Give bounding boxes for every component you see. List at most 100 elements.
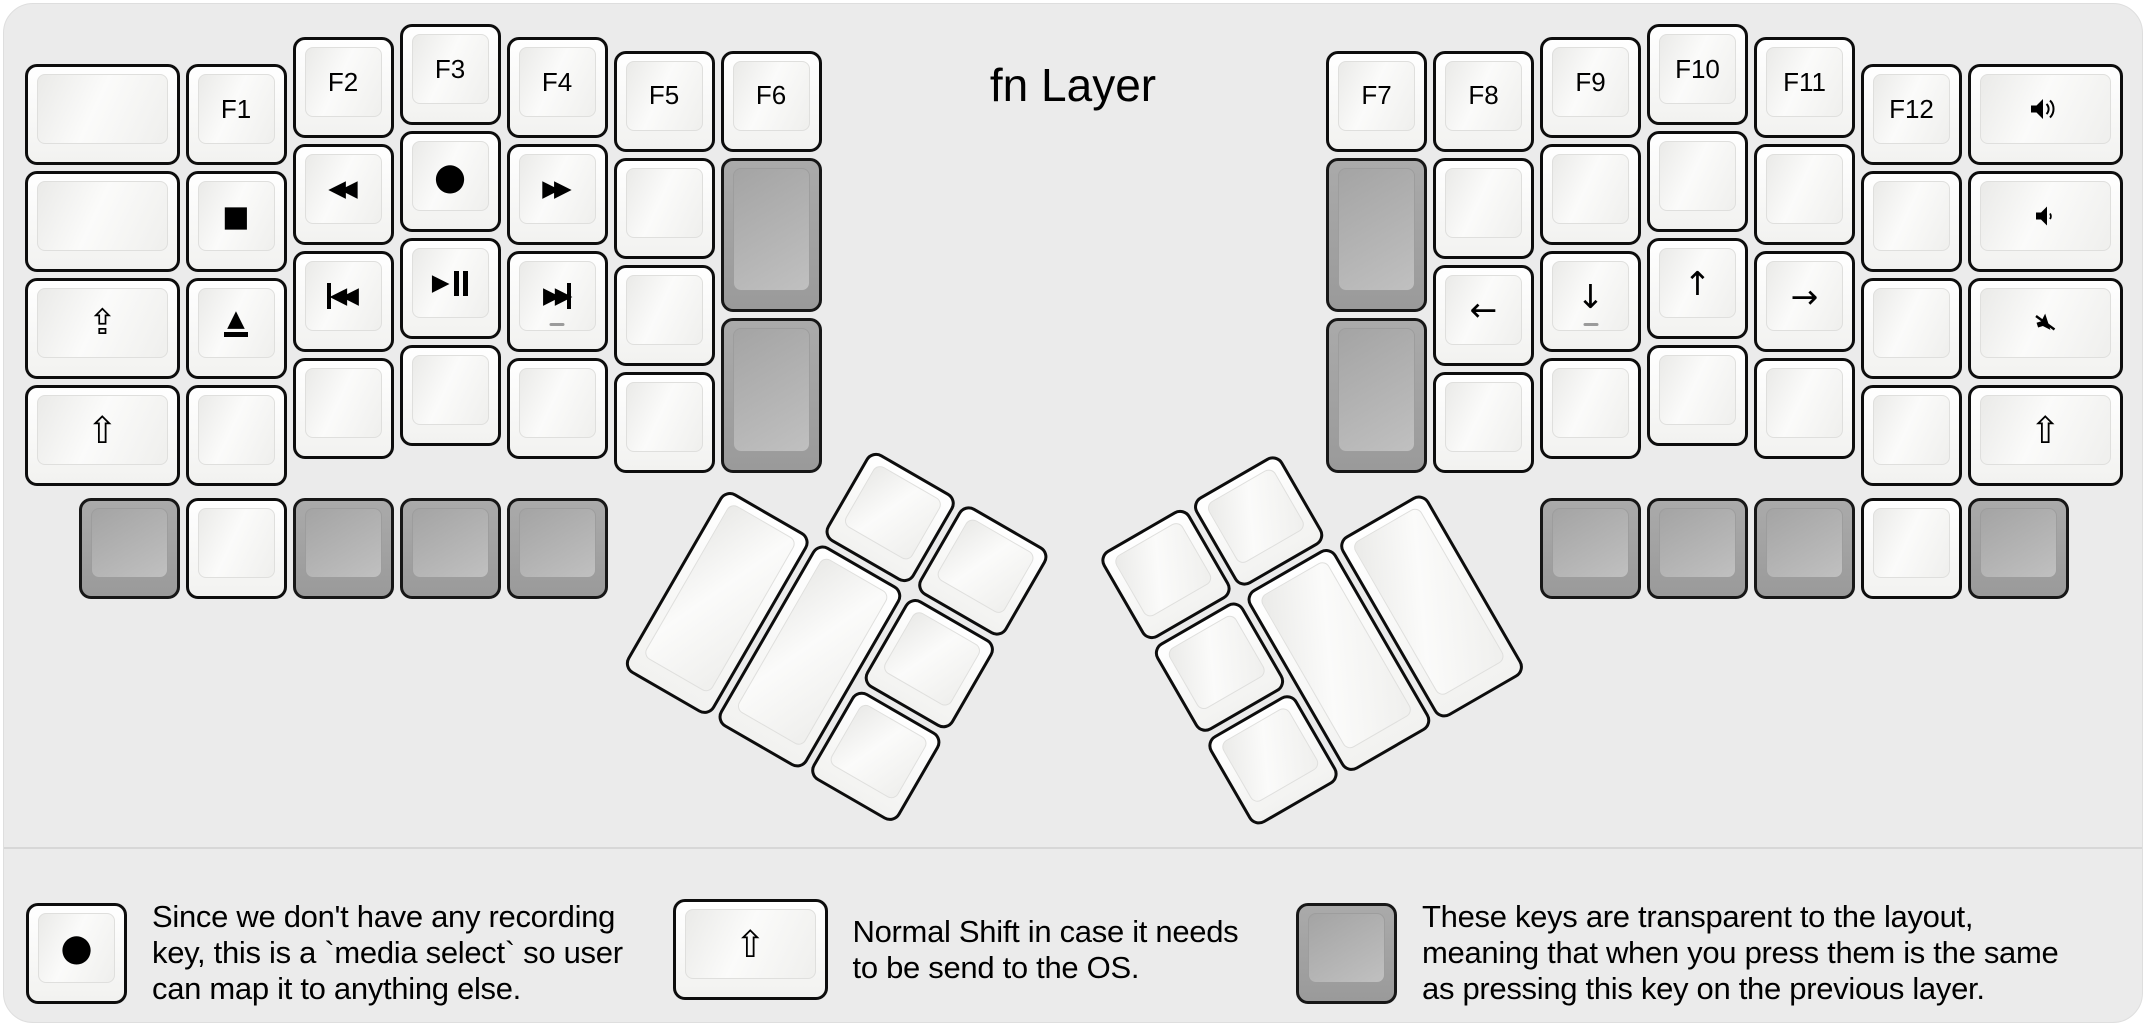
key-blank[interactable] bbox=[1861, 498, 1962, 599]
keycap-top: ⇧ bbox=[1980, 395, 2111, 466]
volume-up-icon bbox=[2028, 95, 2062, 123]
key-f7[interactable]: F7 bbox=[1326, 50, 1427, 152]
key-blank[interactable] bbox=[185, 385, 287, 487]
key-blank[interactable] bbox=[292, 358, 394, 460]
key-blank[interactable] bbox=[1861, 278, 1962, 380]
keycap-top bbox=[304, 508, 382, 578]
key-blank[interactable] bbox=[613, 264, 715, 366]
keycap-top: ● bbox=[411, 141, 489, 211]
key-arrow-right[interactable]: → bbox=[1754, 251, 1855, 353]
key-caps-lock[interactable]: ⇪ bbox=[25, 278, 180, 380]
keycap-top bbox=[1308, 912, 1385, 983]
key-eject[interactable]: ▲ bbox=[185, 278, 287, 380]
keycap-top bbox=[1659, 508, 1736, 578]
key-transparent[interactable] bbox=[1326, 318, 1427, 473]
key-label: F2 bbox=[327, 66, 359, 97]
keycap-top bbox=[1980, 508, 2057, 578]
keycap-top: ▶▶ bbox=[518, 261, 596, 332]
key-blank[interactable] bbox=[1861, 385, 1962, 487]
key-blank[interactable] bbox=[613, 371, 715, 473]
shift-icon: ⇧ bbox=[734, 922, 766, 966]
key-f9[interactable]: F9 bbox=[1540, 37, 1641, 139]
key-blank[interactable] bbox=[1754, 358, 1855, 460]
key-stop[interactable]: ■ bbox=[185, 171, 287, 273]
key-f10[interactable]: F10 bbox=[1647, 24, 1748, 125]
key-blank[interactable] bbox=[25, 171, 180, 273]
key-label: F4 bbox=[541, 66, 573, 97]
key-f12[interactable]: F12 bbox=[1861, 64, 1962, 166]
homing-bar bbox=[1583, 322, 1598, 327]
key-play-pause[interactable]: ▶ bbox=[399, 238, 501, 339]
key-prev-track[interactable]: ◀◀ bbox=[292, 251, 394, 353]
key-f11[interactable]: F11 bbox=[1754, 37, 1855, 139]
prev-track-icon: ◀◀ bbox=[327, 283, 359, 310]
key-f6[interactable]: F6 bbox=[720, 50, 822, 152]
key-transparent[interactable] bbox=[720, 318, 822, 473]
key-rewind[interactable]: ◀◀ bbox=[292, 144, 394, 246]
key-blank[interactable] bbox=[613, 157, 715, 259]
keycap-top bbox=[411, 355, 489, 425]
key-f3[interactable]: F3 bbox=[399, 24, 501, 125]
key-next-track[interactable]: ▶▶ bbox=[506, 251, 608, 353]
key-transparent[interactable] bbox=[292, 498, 394, 599]
key-transparent[interactable] bbox=[1540, 498, 1641, 599]
key-blank[interactable] bbox=[1647, 345, 1748, 446]
key-blank[interactable] bbox=[1540, 144, 1641, 246]
keycap-top bbox=[827, 701, 930, 802]
key-blank[interactable] bbox=[1433, 157, 1534, 259]
key-transparent[interactable] bbox=[1647, 498, 1748, 599]
key-blank[interactable] bbox=[1540, 358, 1641, 460]
key-volume-up[interactable] bbox=[1968, 64, 2123, 166]
keycap-top bbox=[518, 508, 596, 578]
key-blank[interactable] bbox=[1647, 131, 1748, 232]
key-blank[interactable] bbox=[185, 498, 287, 599]
key-blank[interactable] bbox=[506, 358, 608, 460]
key-f2[interactable]: F2 bbox=[292, 37, 394, 139]
keycap-top: F3 bbox=[411, 34, 489, 104]
rewind-icon: ◀◀ bbox=[328, 175, 357, 202]
key-f1[interactable]: F1 bbox=[185, 64, 287, 166]
key-transparent[interactable] bbox=[399, 498, 501, 599]
keycap-top bbox=[1980, 181, 2111, 252]
legend-text-line: These keys are transparent to the layout… bbox=[1422, 899, 1974, 934]
legend-text-line: key, this is a `media select` so user bbox=[152, 935, 623, 970]
key-f5[interactable]: F5 bbox=[613, 50, 715, 152]
key-fast-forward[interactable]: ▶▶ bbox=[506, 144, 608, 246]
key-shift[interactable]: ⇧ bbox=[25, 385, 180, 487]
key-volume-down[interactable] bbox=[1968, 171, 2123, 273]
key-transparent[interactable] bbox=[78, 498, 180, 599]
caps-lock-icon: ⇪ bbox=[87, 302, 117, 343]
key-mute[interactable] bbox=[1968, 278, 2123, 380]
key-shift[interactable]: ⇧ bbox=[1968, 385, 2123, 487]
keycap-top bbox=[37, 74, 168, 145]
play-pause-icon: ▶ bbox=[432, 270, 469, 296]
keycap-top bbox=[1659, 141, 1736, 211]
key-blank[interactable] bbox=[1754, 144, 1855, 246]
keycap-top: F8 bbox=[1445, 60, 1522, 131]
key-arrow-up[interactable]: ↑ bbox=[1647, 238, 1748, 339]
key-f8[interactable]: F8 bbox=[1433, 50, 1534, 152]
key-arrow-left[interactable]: ← bbox=[1433, 264, 1534, 366]
legend-text-line: can map it to anything else. bbox=[152, 971, 521, 1006]
key-blank[interactable] bbox=[399, 345, 501, 446]
key-transparent[interactable] bbox=[506, 498, 608, 599]
record-icon: ● bbox=[433, 154, 467, 198]
key-blank[interactable] bbox=[1433, 371, 1534, 473]
keycap-top bbox=[1445, 167, 1522, 238]
keycap-top: ◀◀ bbox=[304, 154, 382, 225]
keycap-top bbox=[1873, 288, 1950, 359]
key-blank[interactable] bbox=[1861, 171, 1962, 273]
key-f4[interactable]: F4 bbox=[506, 37, 608, 139]
arrow-down-icon: ↓ bbox=[1576, 276, 1605, 316]
keycap-top: ● bbox=[38, 912, 115, 983]
key-transparent[interactable] bbox=[1326, 157, 1427, 313]
key-transparent[interactable] bbox=[1968, 498, 2069, 599]
key-record[interactable]: ● bbox=[399, 131, 501, 232]
stop-icon: ■ bbox=[222, 198, 250, 233]
key-transparent[interactable] bbox=[720, 157, 822, 313]
keycap-top bbox=[625, 274, 703, 345]
key-transparent[interactable] bbox=[1754, 498, 1855, 599]
key-arrow-down[interactable]: ↓ bbox=[1540, 251, 1641, 353]
key-blank[interactable] bbox=[25, 64, 180, 166]
